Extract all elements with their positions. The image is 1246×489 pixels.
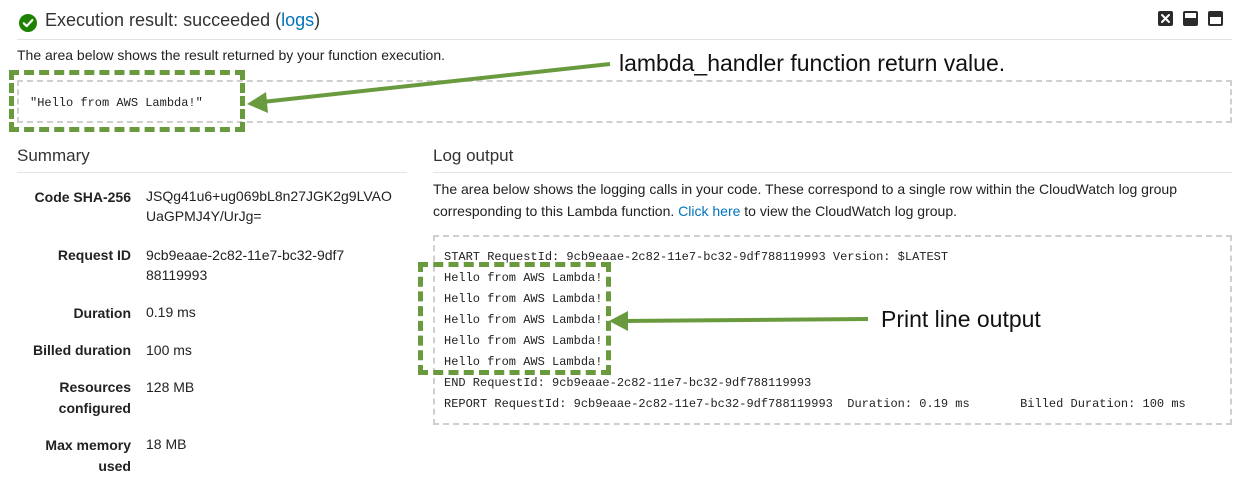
print-output-annotation: Print line output (881, 306, 1041, 332)
execution-result-title: Execution result: succeeded (logs) (45, 10, 320, 31)
summary-value-request-id: 9cb9eaae-2c82-11e7-bc32-9df788119993 (146, 247, 345, 283)
return-value-highlight (9, 70, 245, 132)
close-icon[interactable] (1158, 11, 1173, 26)
title-suffix: ) (314, 10, 321, 30)
print-output-arrowhead (609, 311, 628, 331)
log-output-title: Log output (433, 146, 514, 165)
return-value-arrow-line (261, 62, 611, 104)
summary-value-resources: 128 MB (146, 379, 195, 395)
log-output-divider (433, 172, 1232, 173)
print-output-arrow-line (624, 317, 869, 323)
summary-divider (17, 172, 407, 173)
log-line-hello-1: Hello from AWS Lambda! (444, 271, 603, 285)
summary-value-code-sha: JSQg41u6+ug069bL8n27JGK2g9LVAOUaGPMJ4Y/U… (146, 188, 392, 224)
log-line-end: END RequestId: 9cb9eaae-2c82-11e7-bc32-9… (444, 376, 812, 390)
summary-value-billed-duration: 100 ms (146, 342, 192, 358)
summary-label-resources: Resources configured (58, 379, 131, 416)
return-value-annotation: lambda_handler function return value. (619, 50, 1006, 76)
check-circle-icon (19, 14, 37, 32)
summary-label-duration: Duration (73, 305, 131, 321)
return-value-arrowhead (247, 92, 268, 113)
summary-title: Summary (17, 146, 90, 165)
summary-label-max-memory: Max memory used (45, 437, 131, 474)
log-line-start: START RequestId: 9cb9eaae-2c82-11e7-bc32… (444, 250, 949, 264)
log-description-suffix: to view the CloudWatch log group. (740, 203, 958, 219)
summary-label-billed-duration: Billed duration (33, 342, 131, 358)
summary-label-code-sha: Code SHA-256 (34, 189, 131, 205)
title-prefix: Execution result: succeeded ( (45, 10, 282, 30)
log-line-hello-2: Hello from AWS Lambda! (444, 292, 603, 306)
result-description: The area below shows the result returned… (17, 47, 446, 63)
log-line-hello-4: Hello from AWS Lambda! (444, 334, 603, 348)
log-line-hello-3: Hello from AWS Lambda! (444, 313, 603, 327)
logs-link[interactable]: logs (281, 10, 315, 30)
log-line-hello-5: Hello from AWS Lambda! (444, 355, 603, 369)
result-value: "Hello from AWS Lambda!" (30, 96, 203, 110)
log-output-box (433, 235, 1232, 425)
summary-value-duration: 0.19 ms (146, 304, 196, 320)
summary-value-max-memory: 18 MB (146, 436, 187, 452)
log-description-text: The area below shows the logging calls i… (433, 181, 1177, 219)
summary-label-request-id: Request ID (57, 247, 131, 263)
dock-top-icon[interactable] (1208, 11, 1223, 26)
print-lines-highlight (418, 262, 611, 375)
header-divider (17, 39, 1232, 40)
cloudwatch-click-here-link[interactable]: Click here (678, 203, 741, 219)
result-box (17, 80, 1232, 123)
log-line-report: REPORT RequestId: 9cb9eaae-2c82-11e7-bc3… (444, 397, 1186, 411)
dock-bottom-icon[interactable] (1183, 11, 1198, 26)
log-description: The area below shows the logging calls i… (433, 178, 1223, 222)
